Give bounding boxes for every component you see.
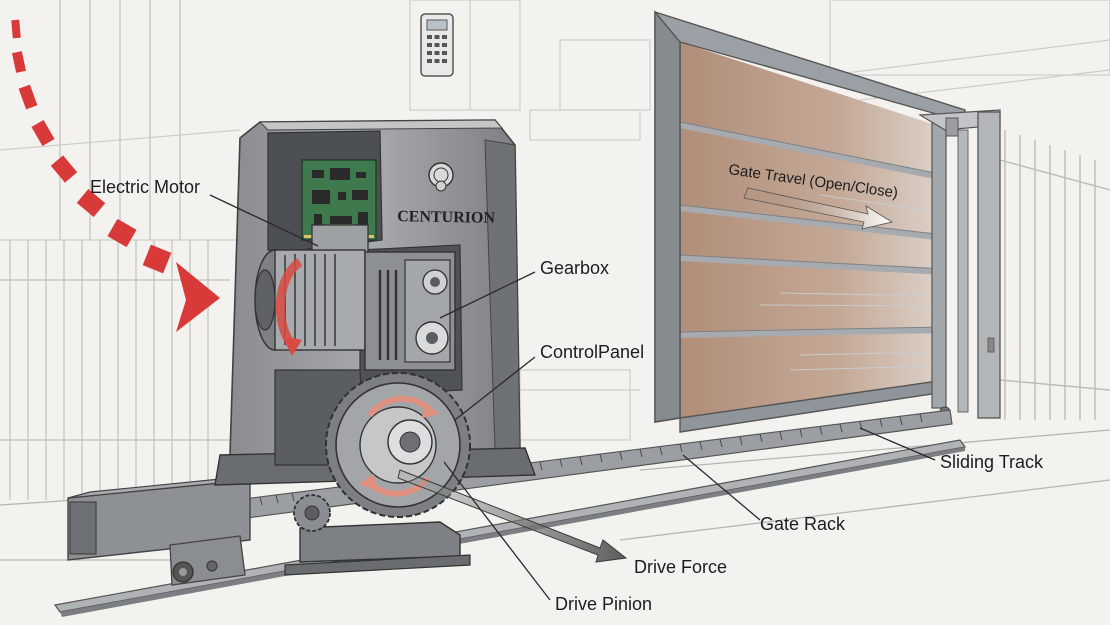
drive-gear xyxy=(325,372,471,518)
label-gate-rack: Gate Rack xyxy=(760,514,846,534)
gate-travel-arrow xyxy=(743,187,894,230)
label-control-panel: ControlPanel xyxy=(540,342,644,362)
brand-name: CENTURION xyxy=(397,208,496,227)
background-fence-left xyxy=(0,0,230,500)
label-gearbox: Gearbox xyxy=(540,258,609,278)
label-drive-pinion: Drive Pinion xyxy=(555,594,652,614)
label-drive-force: Drive Force xyxy=(634,557,727,577)
callout-leaders xyxy=(209,194,936,601)
background-fence-right xyxy=(999,130,1110,420)
drive-pinion xyxy=(293,494,331,532)
red-motion-arrow xyxy=(11,19,220,332)
label-sliding-track: Sliding Track xyxy=(940,452,1044,472)
electric-motor xyxy=(254,224,369,356)
base-beam xyxy=(67,473,271,586)
drive-force-arrow xyxy=(397,469,628,563)
keypad-icon xyxy=(420,13,454,77)
seal-logo-icon xyxy=(428,162,454,192)
gearbox xyxy=(364,251,456,371)
sliding-gate xyxy=(654,10,1001,433)
label-electric-motor: Electric Motor xyxy=(90,177,200,197)
